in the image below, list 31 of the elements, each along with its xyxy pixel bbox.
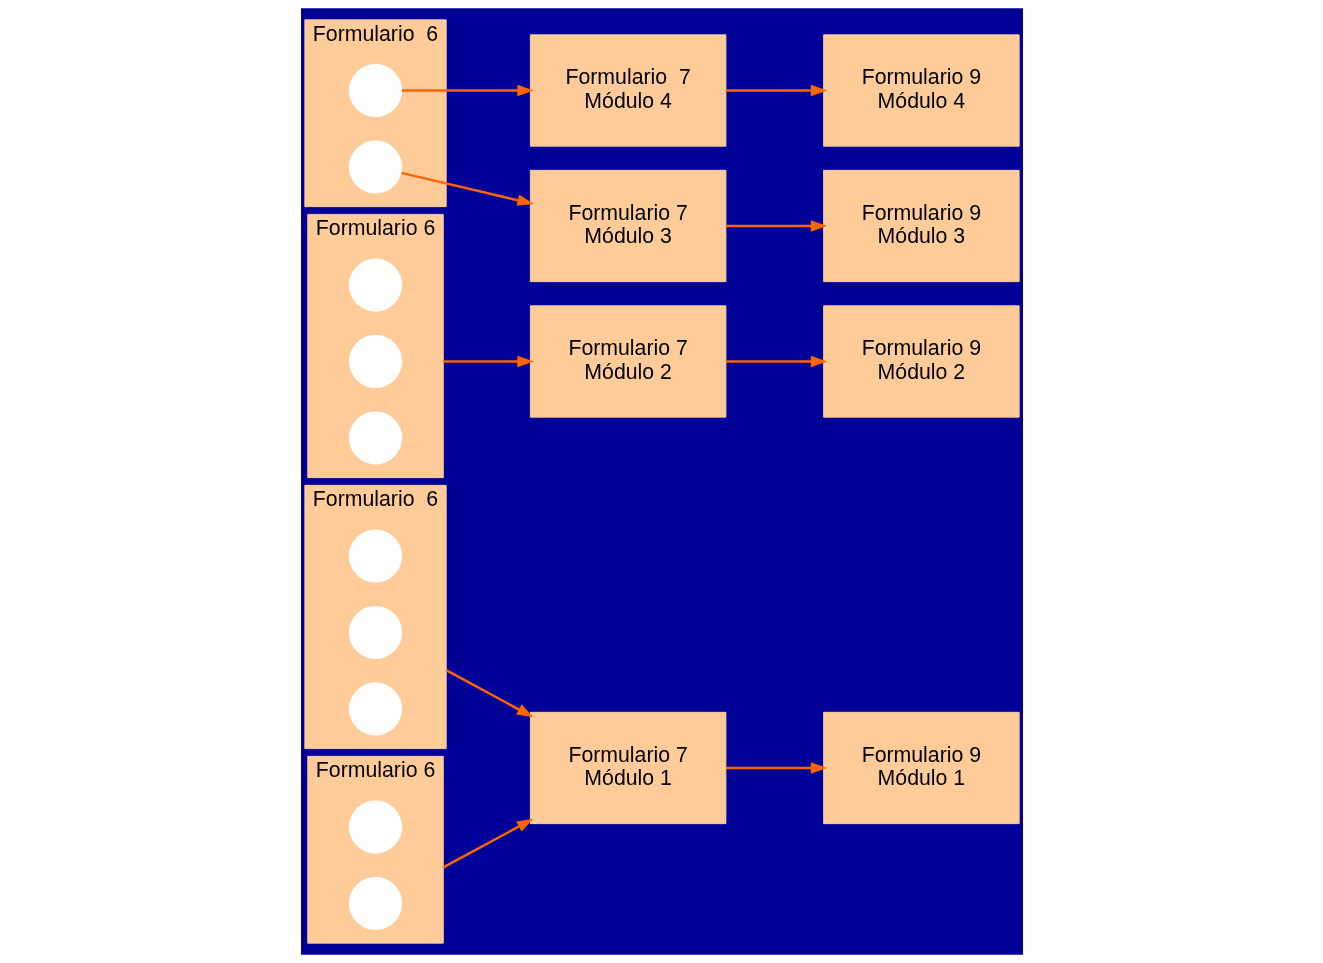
cluster: Formulario 6: [306, 213, 444, 479]
node-box: Formulario 9 Módulo 2: [822, 305, 1020, 418]
node-circle: [348, 63, 402, 118]
arrow: [401, 84, 534, 97]
node-circle: [348, 876, 402, 931]
node-circle: [348, 605, 402, 660]
cluster: Formulario 6: [306, 755, 444, 944]
node-circle: [348, 682, 402, 736]
node-circle: [348, 258, 402, 312]
cluster: Formulario 6: [303, 484, 447, 750]
node-box: Formulario 9 Módulo 1: [822, 711, 1020, 825]
arrow: [442, 355, 534, 368]
node-circle: [348, 411, 402, 465]
node-circle: [348, 140, 402, 194]
node-box: Formulario 7 Módulo 4: [529, 34, 726, 147]
node-circle: [348, 334, 402, 389]
node-box: Formulario 7 Módulo 1: [529, 711, 726, 825]
arrow: [442, 818, 533, 869]
node-box: Formulario 9 Módulo 4: [822, 34, 1020, 147]
cluster: Formulario 6: [303, 19, 447, 208]
arrow: [725, 762, 827, 774]
node-circle: [348, 529, 402, 583]
arrow: [725, 220, 827, 232]
node-box: Formulario 7 Módulo 3: [529, 169, 726, 283]
arrow: [445, 669, 533, 718]
arrow: [725, 84, 827, 97]
node-box: Formulario 9 Módulo 3: [822, 169, 1020, 283]
arrow: [725, 355, 827, 368]
arrow: [400, 171, 534, 206]
node-box: Formulario 7 Módulo 2: [529, 305, 726, 418]
node-circle: [348, 800, 402, 854]
